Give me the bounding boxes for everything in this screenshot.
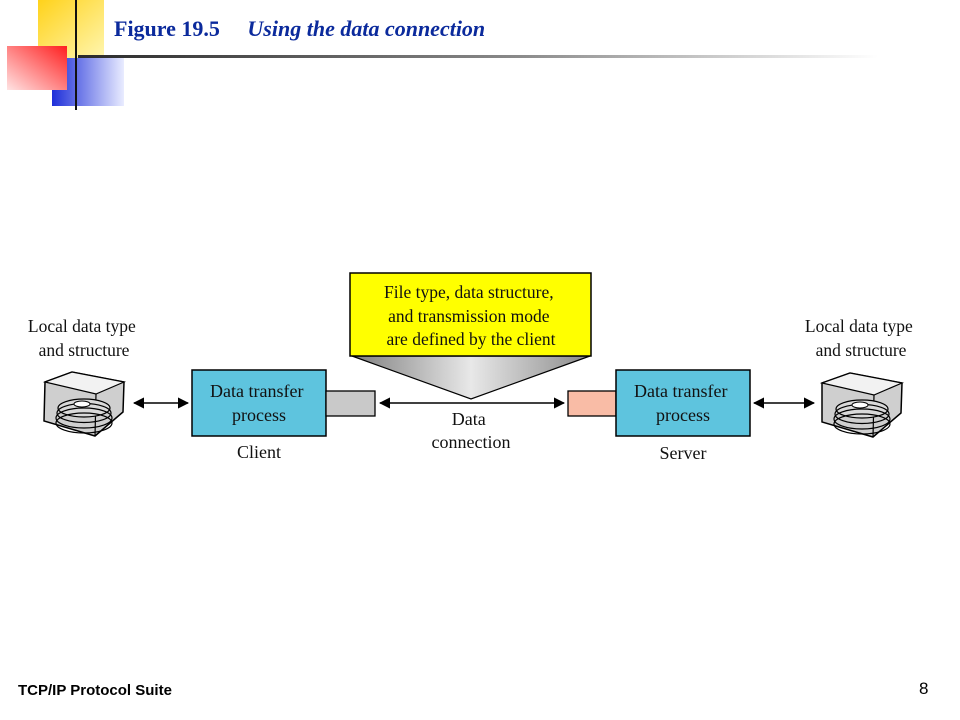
server-data-transfer-process bbox=[615, 369, 751, 437]
page-number: 8 bbox=[919, 679, 929, 698]
corner-decoration bbox=[0, 0, 140, 120]
server-disk-icon bbox=[819, 372, 905, 438]
server-port bbox=[567, 390, 617, 417]
slide-title: Figure 19.5 Using the data connection bbox=[114, 16, 485, 42]
server-process-label: Data transfer process bbox=[634, 381, 732, 425]
data-connection-label: Data connection bbox=[432, 409, 511, 452]
callout-box bbox=[349, 272, 592, 357]
client-disk-icon bbox=[42, 371, 127, 437]
callout-pointer bbox=[351, 355, 591, 400]
server-local-data-label: Local data type and structure bbox=[805, 316, 917, 360]
callout-line-1: File type, data structure, bbox=[384, 282, 554, 302]
title-underline bbox=[78, 55, 878, 58]
figure-label: Figure 19.5 bbox=[114, 16, 220, 41]
figure-caption: Using the data connection bbox=[247, 16, 486, 41]
client-process-label: Data transfer process bbox=[210, 381, 308, 425]
client-port bbox=[325, 390, 376, 417]
client-role-label: Client bbox=[237, 442, 281, 462]
server-role-label: Server bbox=[660, 443, 707, 463]
client-data-transfer-process bbox=[191, 369, 327, 437]
client-local-data-label: Local data type and structure bbox=[28, 316, 140, 360]
callout-line-3: are defined by the client bbox=[386, 329, 555, 349]
footer-course-title: TCP/IP Protocol Suite bbox=[18, 682, 172, 699]
callout-line-2: and transmission mode bbox=[388, 306, 550, 326]
callout-text: File type, data structure, and transmiss… bbox=[384, 282, 558, 349]
